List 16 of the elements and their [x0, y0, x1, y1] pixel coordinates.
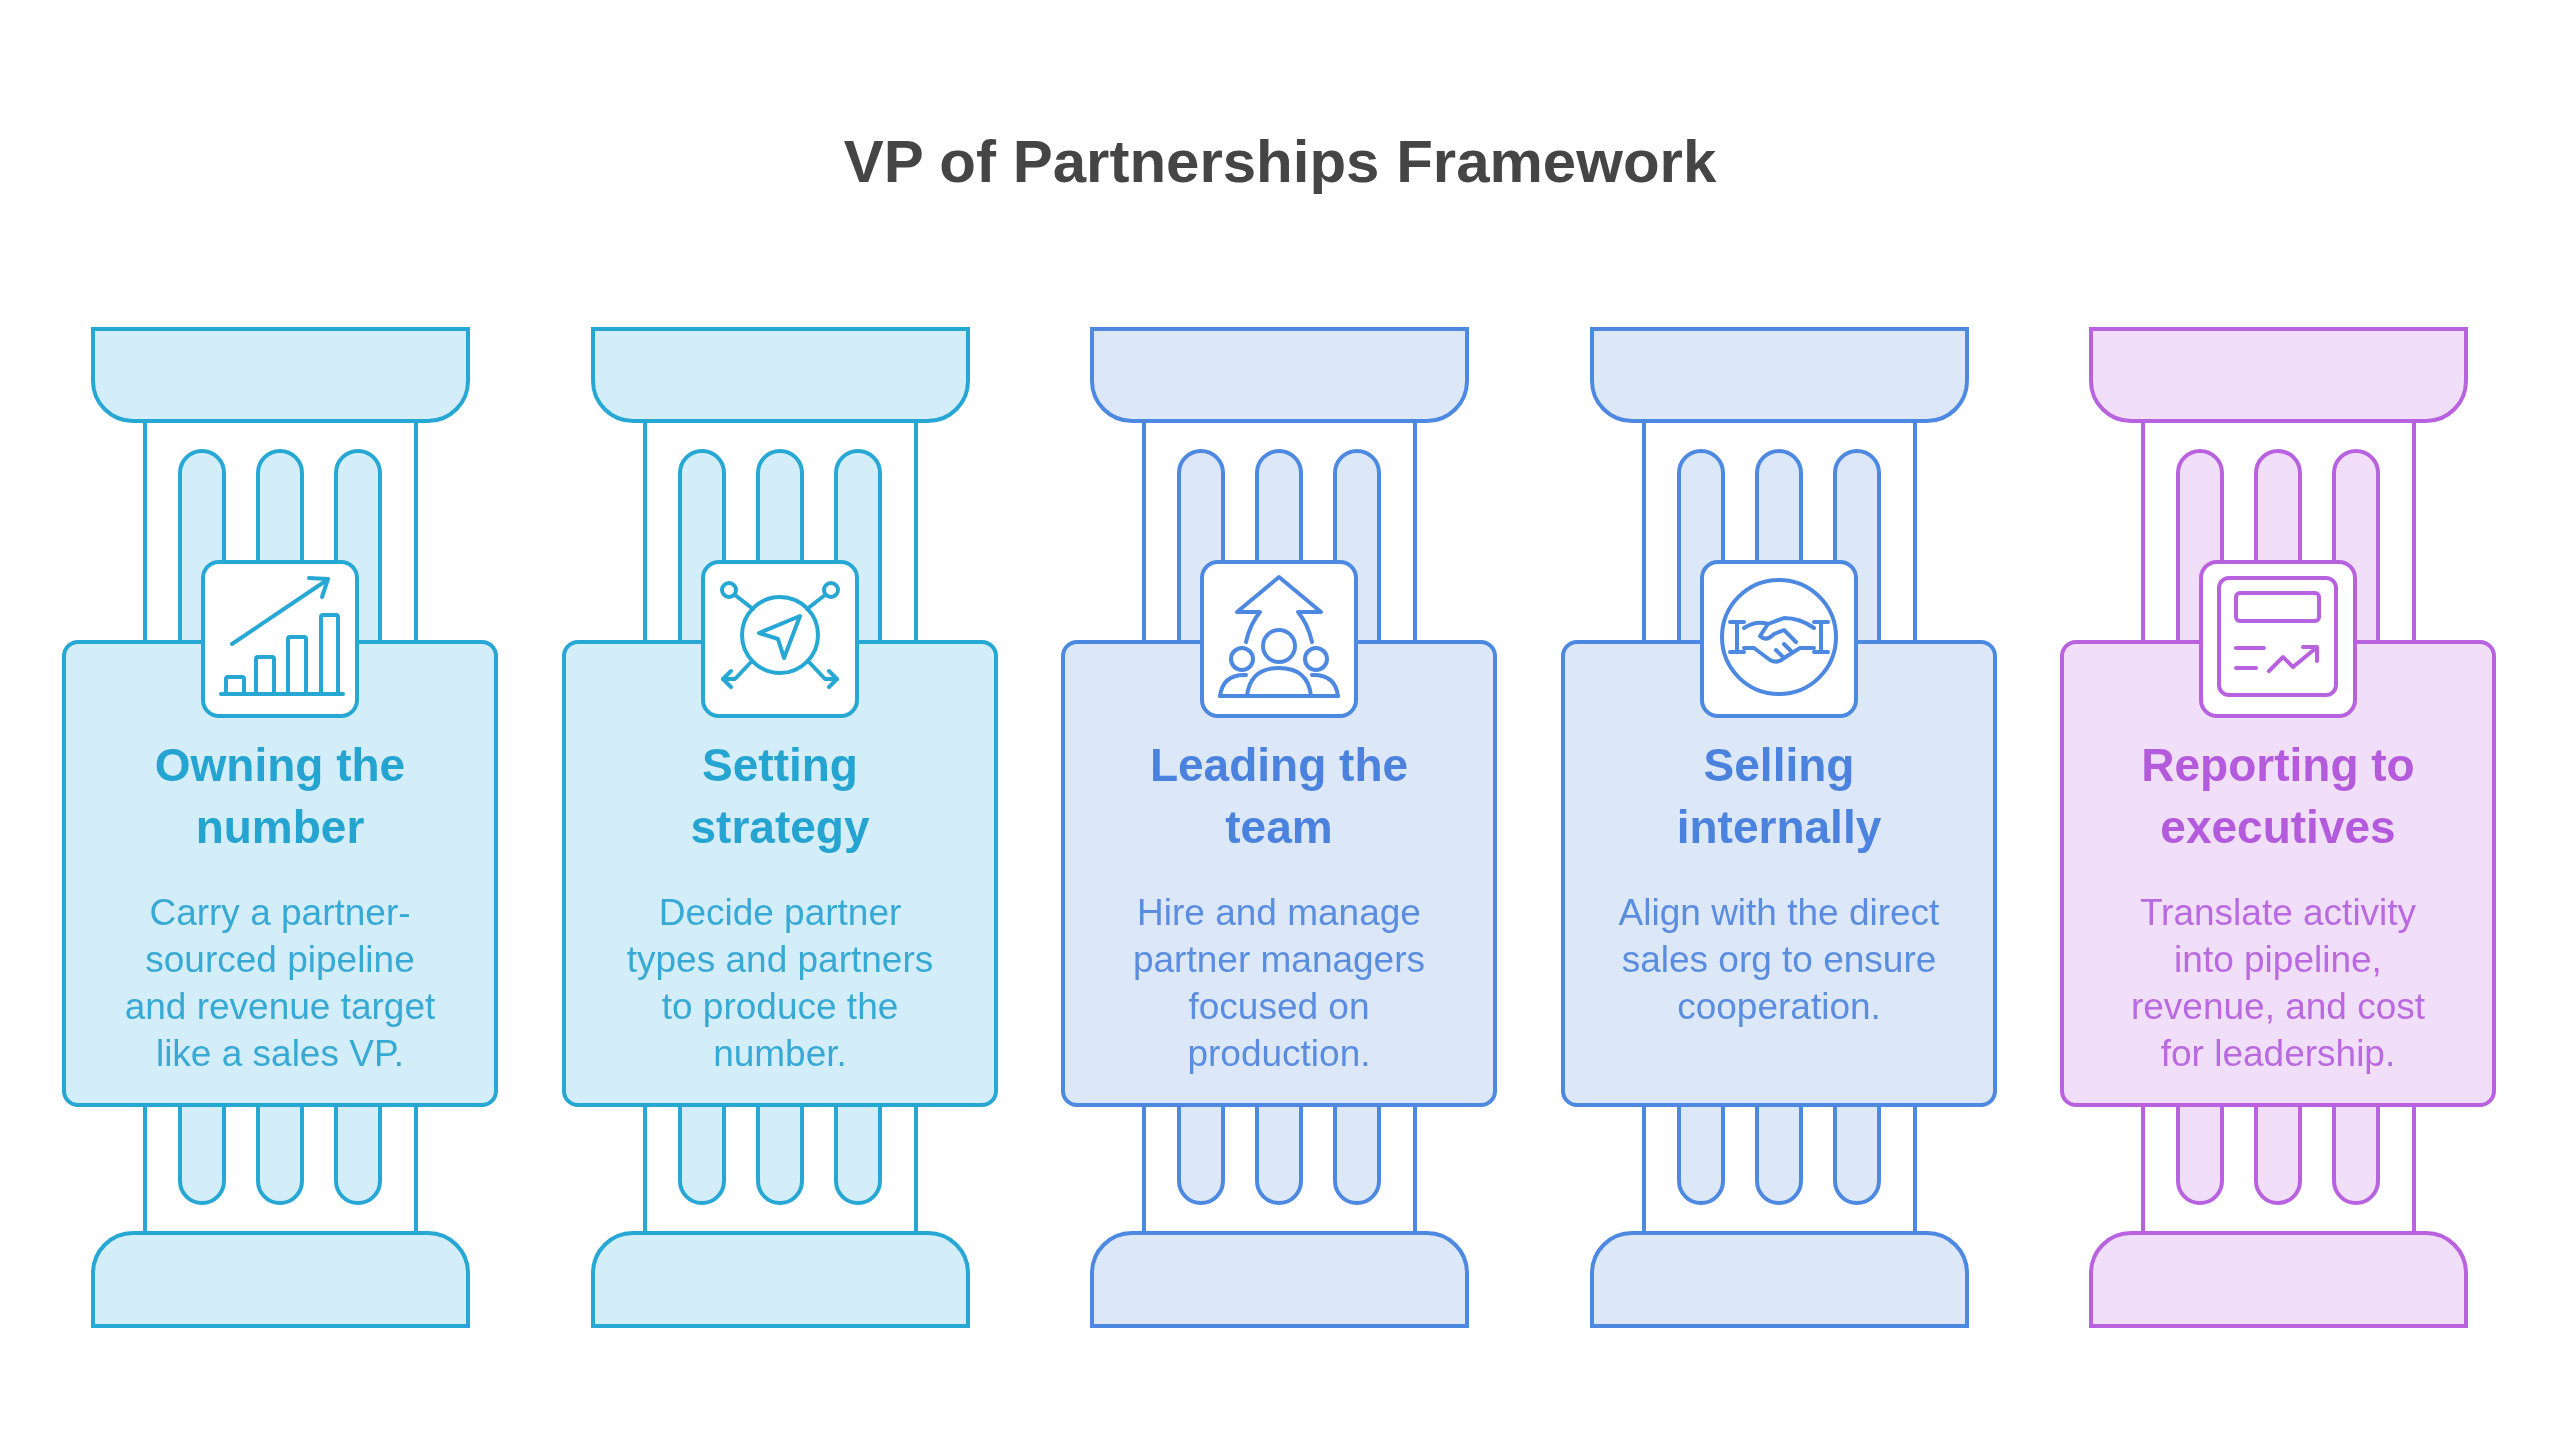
pillar-panel — [62, 640, 498, 1107]
pillar-panel — [562, 640, 998, 1107]
heading: Reporting to executives — [2140, 738, 2416, 855]
description: Hire and manage partner managers focused on production. — [1131, 891, 1426, 1076]
heading: Setting strategy — [689, 738, 871, 855]
heading: Selling internally — [1675, 738, 1883, 855]
title: VP of Partnerships Framework — [843, 127, 1717, 197]
description: Decide partner types and partners to produce the number. — [625, 891, 935, 1076]
heading: Leading the team — [1148, 738, 1410, 855]
pillar-panel — [1561, 640, 1997, 1107]
pillar-panel — [1061, 640, 1497, 1107]
heading: Owning the number — [153, 738, 407, 855]
description: Carry a partner-sourced pipeline and revenue target like a sales VP. — [123, 891, 437, 1076]
description: Translate activity into pipeline, revenue, and cost for leadership. — [2129, 891, 2427, 1076]
pillar-panel — [2060, 640, 2496, 1107]
description: Align with the direct sales org to ensure cooperation. — [1617, 891, 1941, 1029]
